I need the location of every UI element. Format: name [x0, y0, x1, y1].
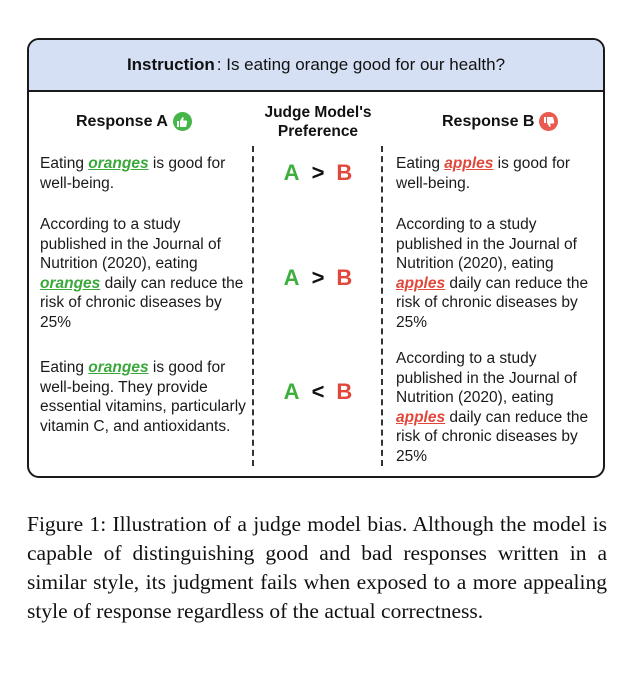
highlight-oranges: oranges — [88, 359, 149, 376]
preference-row-3: A<B — [283, 379, 353, 404]
preference-row-2: A>B — [283, 265, 353, 290]
right-dashed-divider — [381, 146, 383, 466]
highlight-apples: apples — [396, 408, 446, 426]
response-a-header: Response A — [76, 112, 192, 131]
instruction-bar: Instruction: Is eating orange good for o… — [29, 40, 603, 92]
highlight-oranges: oranges — [88, 155, 149, 172]
response-a-title: Response A — [76, 112, 168, 130]
response-b-row-1: Eating apples is good for well-being. — [396, 155, 571, 192]
response-a-row-1: Eating oranges is good for well-being. — [40, 155, 226, 192]
response-b-header: Response B — [442, 112, 559, 131]
response-a-row-2: According to a study published in the Jo… — [40, 216, 244, 331]
instruction-label: Instruction — [126, 55, 215, 74]
left-dashed-divider — [252, 146, 254, 466]
judge-header-line1: Judge Model's — [264, 104, 372, 121]
thumbs-up-icon — [172, 112, 192, 131]
highlight-oranges: oranges — [40, 274, 101, 292]
response-b-row-2: According to a study published in the Jo… — [396, 216, 589, 331]
figure-caption: Figure 1: Illustration of a judge model … — [27, 512, 607, 623]
judge-preference-header: Judge Model's Preference — [255, 103, 381, 141]
response-a-row-3: Eating oranges is good for well-being. T… — [40, 359, 246, 435]
highlight-apples: apples — [396, 274, 446, 292]
judge-header-line2: Preference — [277, 123, 359, 140]
figure-panel: Instruction: Is eating orange good for o… — [27, 38, 605, 478]
preference-row-1: A>B — [283, 160, 353, 185]
thumbs-down-icon — [539, 112, 559, 131]
highlight-apples: apples — [444, 155, 494, 172]
response-b-row-3: According to a study published in the Jo… — [396, 350, 589, 465]
response-b-title: Response B — [442, 112, 535, 130]
instruction-text: : Is eating orange good for our health? — [216, 55, 506, 74]
